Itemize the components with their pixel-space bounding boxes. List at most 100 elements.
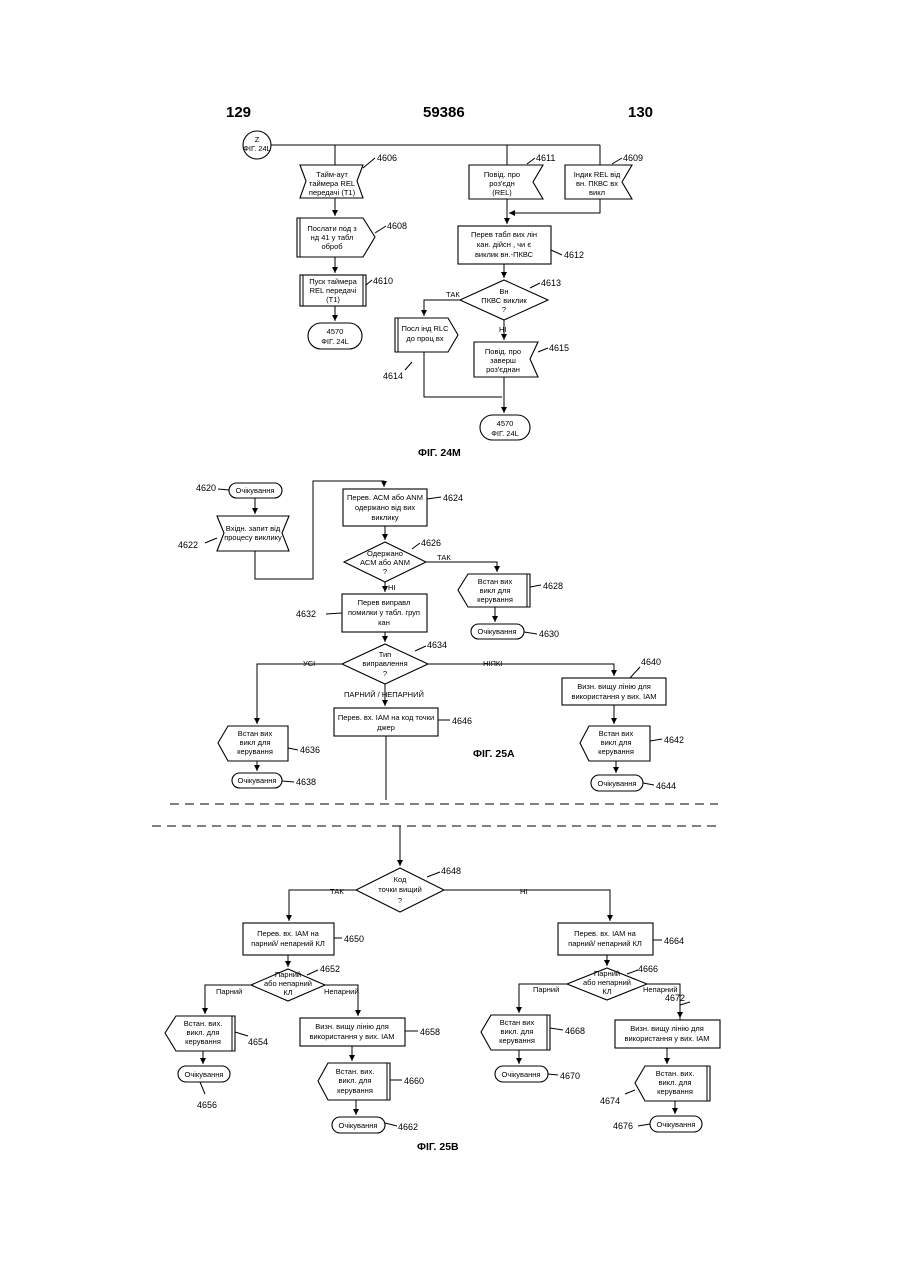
svg-text:КЛ: КЛ bbox=[283, 988, 292, 997]
svg-text:?: ? bbox=[383, 567, 387, 576]
svg-text:4670: 4670 bbox=[560, 1071, 580, 1081]
svg-text:4676: 4676 bbox=[613, 1121, 633, 1131]
svg-text:4570: 4570 bbox=[497, 419, 514, 428]
svg-text:керування: керування bbox=[237, 747, 273, 756]
svg-text:Перев. вх. IAM на: Перев. вх. IAM на bbox=[574, 929, 637, 938]
svg-text:Перев виправл: Перев виправл bbox=[358, 598, 411, 607]
svg-text:АСМ або ANM: АСМ або ANM bbox=[360, 558, 410, 567]
caption-fig-24m: ФІГ. 24М bbox=[418, 447, 461, 459]
svg-text:Парний: Парний bbox=[533, 985, 559, 994]
block-4611-release-message: Повід. про роз'єдн (REL) 4611 bbox=[469, 153, 555, 199]
svg-text:Встан. вих.: Встан. вих. bbox=[336, 1067, 375, 1076]
svg-text:роз'єдн: роз'єдн bbox=[489, 179, 514, 188]
svg-text:Очікування: Очікування bbox=[185, 1070, 224, 1079]
caption-fig-25b: ФІГ. 25В bbox=[417, 1141, 459, 1153]
svg-text:Очікування: Очікування bbox=[478, 627, 517, 636]
svg-text:таймера REL: таймера REL bbox=[309, 179, 355, 188]
svg-text:4622: 4622 bbox=[178, 540, 198, 550]
svg-text:4666: 4666 bbox=[638, 964, 658, 974]
svg-text:викл для: викл для bbox=[240, 738, 271, 747]
block-4612-check-table: Перев табл вих лін кан. дійсн , чи є вик… bbox=[458, 226, 584, 264]
svg-text:Послати под з: Послати под з bbox=[307, 224, 357, 233]
svg-text:НІ: НІ bbox=[499, 325, 507, 334]
block-4606-timer-timeout: Тайм-аут таймера REL передачі (Т1) 4606 bbox=[300, 153, 397, 198]
svg-text:4640: 4640 bbox=[641, 657, 661, 667]
svg-text:роз'єднан: роз'єднан bbox=[486, 365, 520, 374]
svg-text:парний/ непарний КЛ: парний/ непарний КЛ bbox=[251, 939, 325, 948]
decision-4652-even-or-odd: Парний або непарний КЛ 4652 Парний Непар… bbox=[216, 964, 359, 1001]
svg-text:Встан вих: Встан вих bbox=[500, 1018, 535, 1027]
svg-text:4656: 4656 bbox=[197, 1100, 217, 1110]
svg-text:Очікування: Очікування bbox=[598, 779, 637, 788]
svg-text:Вн: Вн bbox=[499, 287, 508, 296]
svg-text:або непарний: або непарний bbox=[583, 978, 631, 987]
svg-text:точки вищий: точки вищий bbox=[378, 885, 422, 894]
svg-text:Встан вих: Встан вих bbox=[238, 729, 273, 738]
svg-text:4610: 4610 bbox=[373, 276, 393, 286]
svg-text:4642: 4642 bbox=[664, 735, 684, 745]
svg-text:4614: 4614 bbox=[383, 371, 403, 381]
svg-text:виклик вн.-ПКВС: виклик вн.-ПКВС bbox=[475, 250, 534, 259]
block-4608-send-code: Послати под з нд 41 у табл оброб 4608 bbox=[297, 218, 407, 257]
svg-text:4570: 4570 bbox=[327, 327, 344, 336]
svg-text:кан. дійсн , чи є: кан. дійсн , чи є bbox=[477, 240, 531, 249]
svg-text:4630: 4630 bbox=[539, 629, 559, 639]
svg-text:вн. ПКВС вх: вн. ПКВС вх bbox=[576, 179, 618, 188]
svg-text:Очікування: Очікування bbox=[236, 486, 275, 495]
svg-text:використання у вих. IAM: використання у вих. IAM bbox=[571, 692, 656, 701]
svg-text:Встан. вих.: Встан. вих. bbox=[656, 1069, 695, 1078]
svg-text:4611: 4611 bbox=[536, 153, 555, 163]
svg-text:виклику: виклику bbox=[371, 513, 398, 522]
block-4672-determine-higher-line: Визн. вищу лінію для використання у вих.… bbox=[615, 993, 720, 1048]
svg-text:Пуск таймера: Пуск таймера bbox=[309, 277, 357, 286]
svg-text:Індик REL від: Індик REL від bbox=[574, 170, 621, 179]
svg-text:кан: кан bbox=[378, 618, 390, 627]
svg-text:4646: 4646 bbox=[452, 716, 472, 726]
svg-text:4628: 4628 bbox=[543, 581, 563, 591]
svg-text:Перев. АСМ або ANM: Перев. АСМ або ANM bbox=[347, 493, 423, 502]
svg-text:4608: 4608 bbox=[387, 221, 407, 231]
svg-text:використання у вих. IAM: використання у вих. IAM bbox=[309, 1032, 394, 1041]
svg-text:використання у вих. IAM: використання у вих. IAM bbox=[624, 1034, 709, 1043]
svg-text:4658: 4658 bbox=[420, 1027, 440, 1037]
svg-text:Встан вих: Встан вих bbox=[599, 729, 634, 738]
svg-text:до проц вх: до проц вх bbox=[406, 334, 443, 343]
svg-text:4648: 4648 bbox=[441, 866, 461, 876]
svg-text:викл. для: викл. для bbox=[659, 1078, 692, 1087]
block-4614-send-rlc: Посл інд RLC до проц вх 4614 bbox=[383, 318, 458, 381]
block-4636-set-outgoing-call: Встан вих викл для керування 4636 bbox=[218, 726, 320, 761]
block-4628-set-outgoing-call: Встан вих викл для керування 4628 bbox=[458, 574, 563, 607]
svg-text:4620: 4620 bbox=[196, 483, 216, 493]
terminal-4676-waiting: Очікування 4676 bbox=[613, 1116, 702, 1132]
svg-text:керування: керування bbox=[337, 1086, 373, 1095]
svg-text:Парний: Парний bbox=[216, 987, 242, 996]
svg-text:Встан. вих.: Встан. вих. bbox=[184, 1019, 223, 1028]
decision-4648-higher-point-code: Код точки вищий ? 4648 ТАК НІ bbox=[330, 866, 528, 912]
svg-text:ФІГ. 24L: ФІГ. 24L bbox=[243, 144, 271, 153]
svg-text:Очікування: Очікування bbox=[339, 1121, 378, 1130]
block-4615-release-complete: Повід. про заверш роз'єднан 4615 bbox=[474, 342, 569, 377]
svg-text:викл. для: викл. для bbox=[501, 1027, 534, 1036]
svg-text:4609: 4609 bbox=[623, 153, 643, 163]
block-4658-determine-higher-line: Визн. вищу лінію для використання у вих.… bbox=[300, 1018, 440, 1046]
block-4624-check-acm-anm: Перев. АСМ або ANM одержано від вих викл… bbox=[343, 489, 463, 526]
svg-text:4615: 4615 bbox=[549, 343, 569, 353]
svg-text:викл: викл bbox=[589, 188, 605, 197]
svg-text:?: ? bbox=[398, 896, 402, 905]
svg-text:Визн. вищу лінію для: Визн. вищу лінію для bbox=[630, 1024, 704, 1033]
block-4610-start-timer: Пуск таймера REL передачі (Т1) 4610 bbox=[300, 275, 393, 306]
block-4632-check-error-correction: Перев виправл помилки у табл. груп кан 4… bbox=[296, 594, 427, 632]
svg-text:Тип: Тип bbox=[379, 650, 392, 659]
svg-text:4650: 4650 bbox=[344, 934, 364, 944]
block-4660-set-outgoing-call: Встан. вих. викл. для керування 4660 bbox=[318, 1063, 424, 1100]
svg-text:Перев. вх. IAM на: Перев. вх. IAM на bbox=[257, 929, 320, 938]
svg-text:4662: 4662 bbox=[398, 1122, 418, 1132]
block-4674-set-outgoing-call: Встан. вих. викл. для керування 4674 bbox=[600, 1066, 710, 1106]
svg-text:керування: керування bbox=[185, 1037, 221, 1046]
svg-text:Повід. про: Повід. про bbox=[484, 170, 520, 179]
svg-text:4613: 4613 bbox=[541, 278, 561, 288]
svg-text:4668: 4668 bbox=[565, 1026, 585, 1036]
svg-text:або непарний: або непарний bbox=[264, 979, 312, 988]
svg-text:Парний: Парний bbox=[594, 969, 620, 978]
